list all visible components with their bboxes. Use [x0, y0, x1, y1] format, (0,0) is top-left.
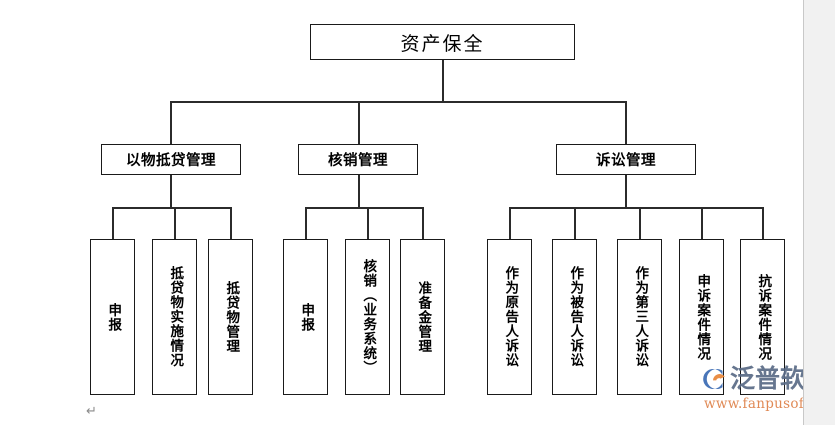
node-leaf-label: 作为原告人诉讼	[502, 266, 519, 368]
node-leaf-collateral-implementation-status[interactable]: 抵贷物实施情况	[152, 239, 197, 395]
paragraph-mark-icon: ↵	[86, 404, 97, 419]
node-leaf-label: 准备金管理	[415, 280, 432, 354]
connector-branch-2-stem	[358, 175, 360, 208]
node-leaf-litigation-as-defendant[interactable]: 作为被告人诉讼	[552, 239, 597, 395]
document-page: 资产保全 以物抵贷管理 核销管理 诉讼管理 申报 抵贷物实施情况	[86, 24, 803, 419]
connector-branch-3-drop-3	[639, 207, 641, 240]
page-gutter	[803, 0, 835, 425]
node-leaf-litigation-as-plaintiff[interactable]: 作为原告人诉讼	[487, 239, 532, 395]
connector-branch-2-bus	[305, 207, 423, 209]
connector-branch-1-drop-1	[112, 207, 114, 240]
connector-level2-bus	[170, 101, 626, 103]
node-leaf-declaration-collateral[interactable]: 申报	[90, 239, 135, 395]
node-leaf-label: 抗诉案件情况	[755, 273, 772, 361]
node-leaf-label: 抵贷物管理	[223, 280, 240, 354]
connector-drop-branch-2	[358, 101, 360, 145]
connector-branch-3-drop-2	[574, 207, 576, 240]
connector-branch-2-drop-2	[367, 207, 369, 240]
connector-branch-1-stem	[170, 175, 172, 208]
connector-root-stem	[442, 60, 444, 102]
connector-drop-branch-1	[170, 101, 172, 145]
connector-branch-2-drop-1	[305, 207, 307, 240]
connector-branch-3-drop-4	[701, 207, 703, 240]
asset-preservation-org-chart: 资产保全 以物抵贷管理 核销管理 诉讼管理 申报 抵贷物实施情况	[90, 24, 785, 395]
node-leaf-label: 抵贷物实施情况	[167, 266, 184, 368]
node-leaf-litigation-as-third-party[interactable]: 作为第三人诉讼	[617, 239, 662, 395]
node-branch-3-label: 诉讼管理	[596, 153, 656, 169]
node-leaf-label: 核销（业务系统）	[360, 259, 377, 375]
connector-branch-3-stem	[625, 175, 627, 208]
node-branch-1-collateral-loan-management[interactable]: 以物抵贷管理	[101, 144, 241, 175]
node-leaf-label: 申诉案件情况	[694, 273, 711, 361]
connector-branch-3-drop-5	[762, 207, 764, 240]
node-leaf-label: 申报	[298, 302, 315, 332]
connector-drop-branch-3	[625, 101, 627, 145]
node-branch-1-label: 以物抵贷管理	[126, 153, 216, 169]
node-branch-2-writeoff-management[interactable]: 核销管理	[298, 144, 418, 175]
node-leaf-appeal-case-status[interactable]: 申诉案件情况	[679, 239, 724, 395]
connector-branch-1-drop-3	[230, 207, 232, 240]
node-leaf-label: 作为第三人诉讼	[632, 266, 649, 368]
node-branch-2-label: 核销管理	[328, 153, 388, 169]
node-root-asset-preservation[interactable]: 资产保全	[310, 24, 575, 60]
node-root-label: 资产保全	[400, 32, 485, 55]
node-branch-3-litigation-management[interactable]: 诉讼管理	[556, 144, 696, 175]
node-leaf-collateral-management[interactable]: 抵贷物管理	[208, 239, 253, 395]
connector-branch-2-drop-3	[422, 207, 424, 240]
node-leaf-protest-case-status[interactable]: 抗诉案件情况	[740, 239, 785, 395]
node-leaf-label: 申报	[105, 302, 122, 332]
node-leaf-provision-fund-management[interactable]: 准备金管理	[400, 239, 445, 395]
node-leaf-writeoff-business-system[interactable]: 核销（业务系统）	[345, 239, 390, 395]
node-leaf-label: 作为被告人诉讼	[567, 266, 584, 368]
connector-branch-1-drop-2	[174, 207, 176, 240]
connector-branch-3-drop-1	[509, 207, 511, 240]
connector-branch-3-bus	[509, 207, 762, 209]
node-leaf-declaration-writeoff[interactable]: 申报	[283, 239, 328, 395]
connector-branch-1-bus	[112, 207, 231, 209]
